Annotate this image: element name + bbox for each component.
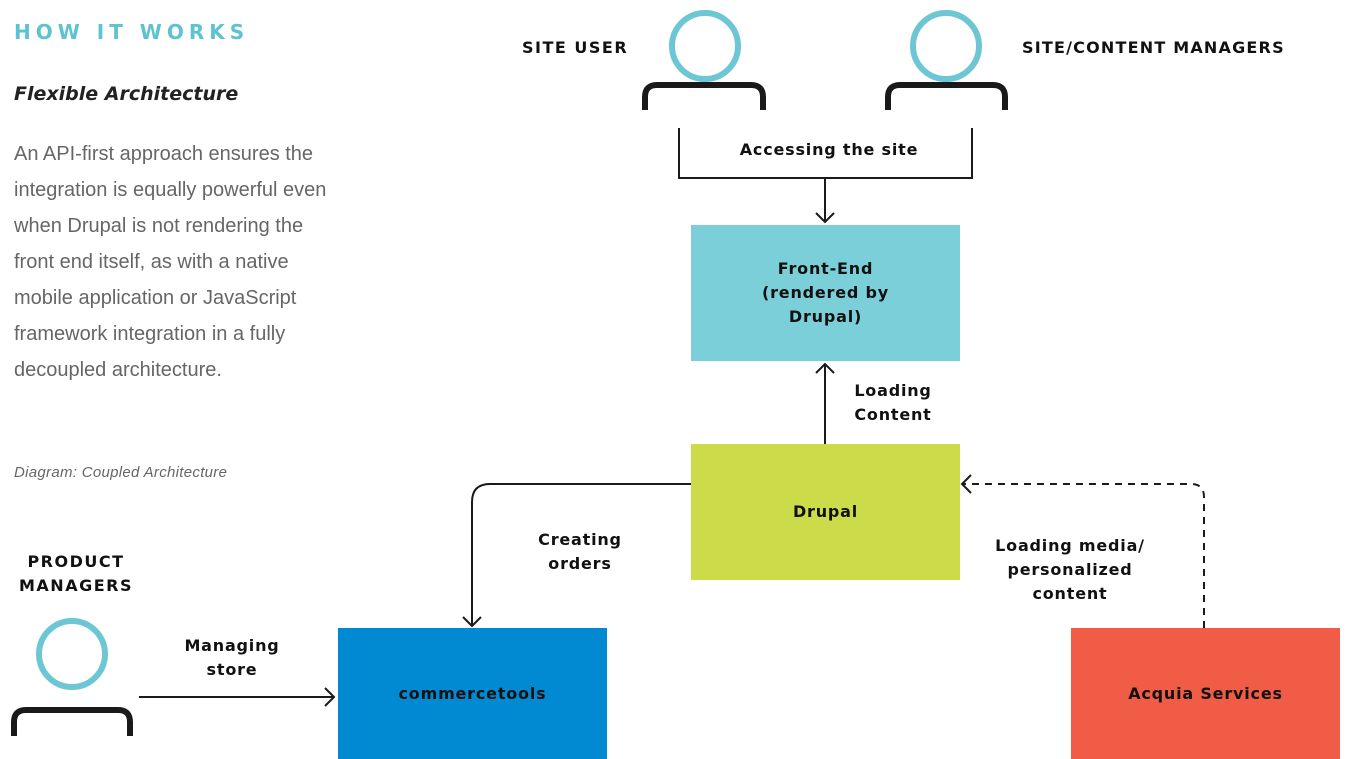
loading-content-label-line: Content (854, 405, 932, 424)
managing-store-label-line: Managing (184, 636, 280, 655)
diagram-caption: Diagram: Coupled Architecture (14, 464, 228, 481)
loading-content-label: Loading Content (836, 379, 950, 427)
site-user-person-icon (642, 10, 766, 110)
creating-orders-arrow-line (471, 483, 691, 626)
product-managers-label: PRODUCT MANAGERS (8, 550, 144, 598)
commercetools-node: commercetools (338, 628, 607, 759)
loading-media-label-line: content (1032, 584, 1108, 603)
creating-orders-label-line: Creating (538, 530, 622, 549)
acquia-services-node: Acquia Services (1071, 628, 1340, 759)
body-line: front end itself, as with a native (14, 251, 289, 273)
acquia-services-node-label: Acquia Services (1128, 683, 1283, 703)
site-user-label: SITE USER (522, 38, 629, 57)
loading-media-arrowhead (960, 474, 972, 494)
product-managers-person-icon (11, 618, 133, 736)
front-end-node: Front-End (rendered by Drupal) (691, 225, 960, 361)
loading-content-arrowhead (815, 362, 835, 374)
front-end-node-line: Front-End (777, 259, 874, 278)
content-managers-person-icon (885, 10, 1008, 110)
accessing-site-label: Accessing the site (739, 140, 919, 159)
body-line: An API-first approach ensures the (14, 143, 314, 165)
body-line: when Drupal is not rendering the (14, 215, 304, 237)
loading-media-label-line: Loading media/ (995, 536, 1145, 555)
loading-content-label-line: Loading (854, 381, 932, 400)
body-line: framework integration in a fully (14, 323, 286, 345)
content-managers-label: SITE/CONTENT MANAGERS (1022, 38, 1285, 57)
product-managers-label-line: PRODUCT (27, 552, 125, 571)
front-end-node-line: Drupal) (788, 307, 863, 326)
section-eyebrow: HOW IT WORKS (14, 20, 250, 44)
loading-media-label-line: personalized (1007, 560, 1133, 579)
section-subheading: Flexible Architecture (14, 83, 239, 105)
body-line: integration is equally powerful even (14, 179, 327, 201)
creating-orders-label: Creating orders (519, 528, 641, 576)
body-paragraph: An API-first approach ensures the integr… (14, 136, 444, 388)
managing-store-label-line: store (206, 660, 258, 679)
product-managers-label-line: MANAGERS (19, 576, 133, 595)
drupal-node-label: Drupal (792, 502, 859, 521)
managing-store-arrowhead (324, 687, 336, 707)
commercetools-node-label: commercetools (398, 683, 547, 703)
creating-orders-label-line: orders (548, 554, 612, 573)
body-line: mobile application or JavaScript (14, 287, 297, 309)
front-end-node-line: (rendered by (762, 283, 889, 302)
body-line: decoupled architecture. (14, 359, 222, 381)
accessing-arrowhead (815, 212, 835, 224)
managing-store-label: Managing store (168, 634, 296, 682)
creating-orders-arrowhead (462, 616, 482, 628)
loading-media-label: Loading media/ personalized content (984, 534, 1156, 606)
loading-media-arrow-line (963, 483, 1205, 628)
drupal-node: Drupal (691, 444, 960, 580)
